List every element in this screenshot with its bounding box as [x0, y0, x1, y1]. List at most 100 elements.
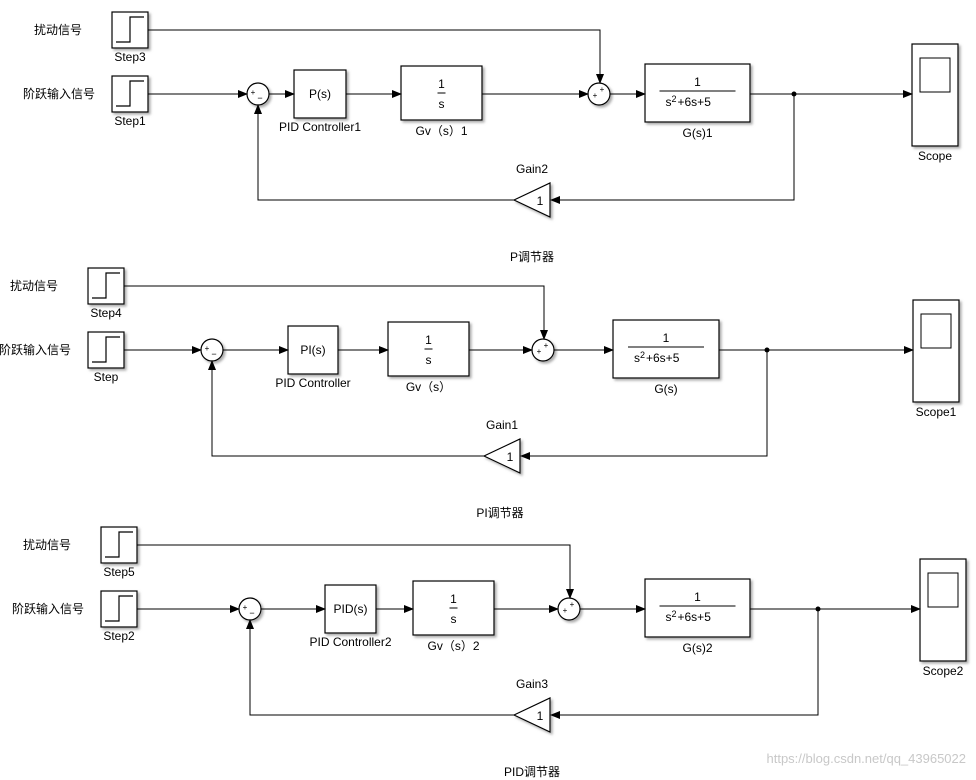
signal-feedback-to-gain[interactable]: [550, 609, 819, 719]
disturbance-step-block[interactable]: [100, 526, 138, 564]
input-label: 阶跃输入信号: [12, 601, 84, 616]
input-step-block[interactable]: [111, 75, 149, 113]
input-step-block-icon: [92, 336, 120, 363]
g-transfer-block[interactable]: [612, 319, 720, 379]
scope-screen-icon: [920, 313, 952, 349]
disturbance-step-name: Step3: [114, 50, 146, 64]
controller-name: PID Controller2: [309, 635, 391, 649]
g-transfer-block[interactable]: [644, 63, 751, 123]
sum1-plus-sign: +: [205, 344, 210, 353]
controller-block[interactable]: [287, 325, 339, 375]
signal-disturbance-to-sum[interactable]: [137, 544, 574, 599]
g-name: G(s)1: [683, 126, 713, 140]
gv-name: Gv（s）: [406, 380, 451, 394]
gain-block[interactable]: [512, 182, 551, 218]
g-numerator: 1: [663, 331, 670, 345]
input-step-name: Step1: [114, 114, 146, 128]
scope-screen-icon: [919, 57, 951, 93]
g-denominator-rest: +6s+5: [646, 351, 680, 365]
controller-text: PID(s): [334, 602, 368, 616]
gain-value: 1: [537, 194, 544, 208]
gain-block[interactable]: [512, 697, 551, 733]
disturbance-step-block[interactable]: [87, 267, 125, 305]
sum1-minus-sign: −: [249, 608, 254, 618]
g-denominator-s: s: [634, 351, 640, 365]
gv-name: Gv（s）2: [427, 639, 479, 653]
g-denominator-exponent: 2: [672, 609, 677, 619]
g-denominator-exponent: 2: [640, 350, 645, 360]
disturbance-step-block-icon: [116, 16, 144, 43]
g-numerator: 1: [694, 590, 701, 604]
sum2-plus-sign-top: +: [544, 341, 549, 350]
signal-gain-to-sum[interactable]: [208, 360, 484, 457]
controller-text: PI(s): [300, 343, 325, 357]
g-denominator-s: s: [666, 610, 672, 624]
sum1-minus-sign: −: [257, 93, 262, 103]
gv-denominator: s: [439, 97, 445, 111]
scope-name: Scope1: [916, 405, 957, 419]
input-step-block-icon: [116, 80, 144, 107]
input-step-block[interactable]: [100, 590, 138, 628]
controller-text: P(s): [309, 87, 331, 101]
sum2-plus-sign-left: +: [593, 91, 598, 100]
gain-value: 1: [507, 450, 514, 464]
disturbance-step-block-icon: [105, 531, 133, 558]
controller-block[interactable]: [324, 584, 377, 634]
signal-disturbance-to-sum[interactable]: [124, 285, 548, 340]
scope-name: Scope2: [923, 664, 964, 678]
input-step-name: Step2: [103, 629, 135, 643]
diagram-caption: PID调节器: [504, 765, 560, 779]
disturbance-step-name: Step5: [103, 565, 135, 579]
scope-screen-icon: [927, 572, 959, 608]
g-numerator: 1: [694, 75, 701, 89]
signal-feedback-to-gain[interactable]: [550, 94, 795, 204]
signal-gain-to-sum[interactable]: [254, 104, 514, 201]
gain-value: 1: [537, 709, 544, 723]
sum2-plus-sign-left: +: [537, 347, 542, 356]
disturbance-label: 扰动信号: [34, 23, 82, 37]
gv-numerator: 1: [425, 333, 432, 347]
sum1-minus-sign: −: [211, 349, 216, 359]
controller-name: PID Controller: [275, 376, 350, 390]
sum1-plus-sign: +: [243, 603, 248, 612]
signal-gain-to-sum[interactable]: [246, 619, 514, 716]
gv-denominator: s: [451, 612, 457, 626]
disturbance-step-block[interactable]: [111, 11, 149, 49]
disturbance-step-name: Step4: [90, 306, 122, 320]
gain-name: Gain3: [516, 677, 548, 691]
input-step-block[interactable]: [87, 331, 125, 369]
gain-block[interactable]: [482, 438, 521, 474]
g-denominator-exponent: 2: [672, 94, 677, 104]
gv-name: Gv（s）1: [415, 124, 467, 138]
input-step-block-icon: [105, 595, 133, 622]
gv-numerator: 1: [438, 77, 445, 91]
controller-name: PID Controller1: [279, 120, 361, 134]
input-label: 阶跃输入信号: [0, 342, 71, 357]
input-step-name: Step: [94, 370, 119, 384]
g-denominator-rest: +6s+5: [678, 95, 712, 109]
gain-name: Gain1: [486, 418, 518, 432]
input-label: 阶跃输入信号: [23, 86, 95, 101]
g-transfer-block[interactable]: [644, 578, 751, 638]
signal-disturbance-to-sum[interactable]: [148, 29, 604, 84]
gv-denominator: s: [426, 353, 432, 367]
gain-name: Gain2: [516, 162, 548, 176]
g-name: G(s): [654, 382, 677, 396]
gv-numerator: 1: [450, 592, 457, 606]
diagram-caption: P调节器: [510, 250, 554, 264]
disturbance-label: 扰动信号: [23, 538, 71, 552]
sum2-plus-sign-top: +: [600, 85, 605, 94]
diagram-caption: PI调节器: [476, 506, 523, 520]
sum1-plus-sign: +: [251, 88, 256, 97]
sum2-plus-sign-left: +: [563, 606, 568, 615]
signal-feedback-to-gain[interactable]: [520, 350, 768, 460]
controller-block[interactable]: [293, 69, 347, 119]
disturbance-step-block-icon: [92, 272, 120, 299]
sum2-plus-sign-top: +: [570, 600, 575, 609]
disturbance-label: 扰动信号: [10, 279, 58, 293]
scope-name: Scope: [918, 149, 952, 163]
